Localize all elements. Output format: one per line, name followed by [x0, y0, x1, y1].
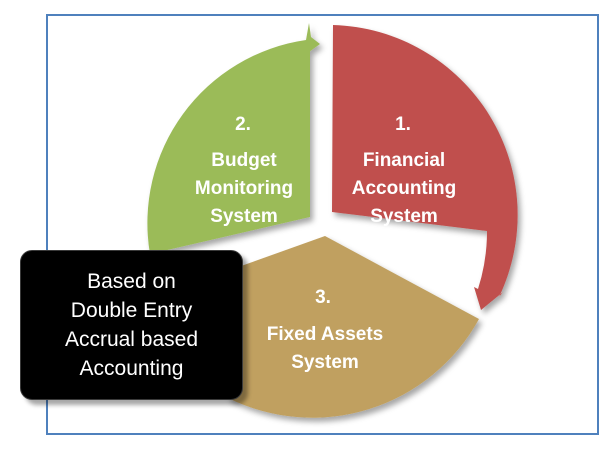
segment-budget-line-3: System	[210, 206, 278, 227]
callout-line-2: Double Entry	[70, 299, 193, 322]
segment-budget-number: 2.	[235, 114, 251, 135]
segment-financial-line-2: Accounting	[352, 178, 457, 199]
segment-financial-number: 1.	[395, 114, 411, 135]
segment-fixed-assets-line-2: System	[291, 352, 359, 373]
callout-line-1: Based on	[87, 270, 176, 293]
segment-financial-accounting	[332, 25, 518, 310]
segment-financial-line-1: Financial	[363, 150, 445, 171]
segment-fixed-assets	[228, 236, 479, 418]
segment-budget-line-1: Budget	[211, 150, 277, 171]
callout-line-4: Accounting	[79, 357, 184, 380]
callout-line-3: Accrual based	[64, 328, 199, 351]
diagram-frame	[46, 14, 599, 435]
segment-fixed-assets-line-1: Fixed Assets	[267, 324, 384, 345]
segment-budget-line-2: Monitoring	[195, 178, 293, 199]
segment-fixed-assets-number: 3.	[315, 287, 331, 308]
accounting-basis-callout: Based on Double Entry Accrual based Acco…	[20, 250, 243, 400]
segment-budget-monitoring	[147, 23, 320, 254]
segment-financial-line-3: System	[370, 206, 438, 227]
